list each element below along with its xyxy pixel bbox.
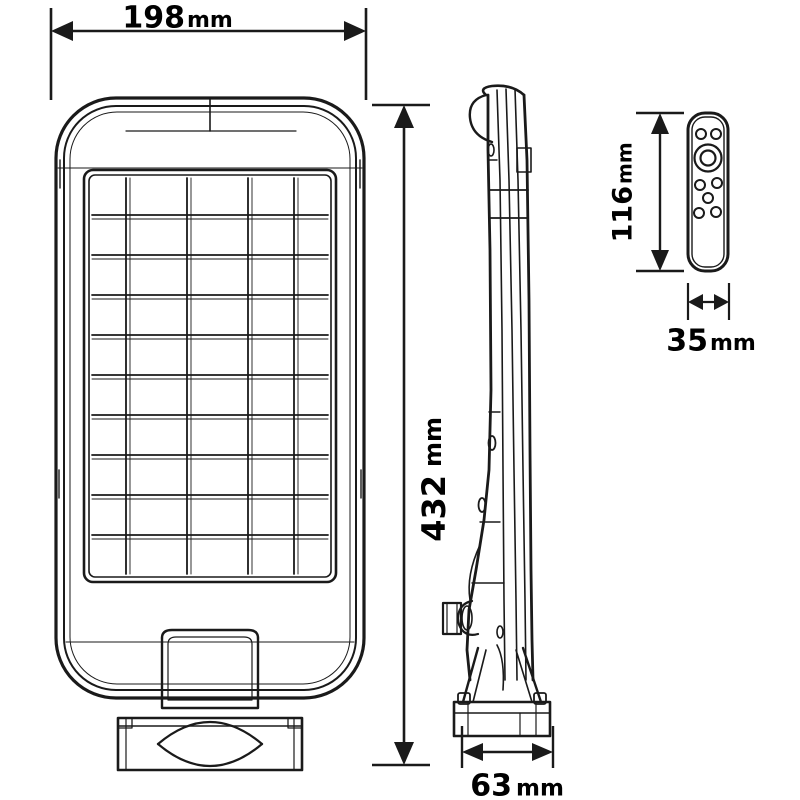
remote-width-arrow-right <box>714 294 729 310</box>
remote-height-arrow-top <box>651 113 669 134</box>
bracket-pole-opening-upper <box>156 720 264 746</box>
remote-body-inner <box>691 116 725 268</box>
bracket-clamp-body <box>116 716 304 772</box>
width-arrow-right <box>344 21 366 41</box>
height-arrow-top <box>394 105 414 128</box>
clamp-bolt-left <box>457 692 471 705</box>
panel-vline-shadows <box>129 177 299 575</box>
height-arrow-bottom <box>394 742 414 765</box>
remote-ring-button-inner[interactable] <box>699 149 717 167</box>
remote-ring-button-outer[interactable] <box>693 143 723 173</box>
side-clamp-block <box>452 692 552 738</box>
side-top-hook <box>468 93 494 144</box>
solar-panel-frame-inner <box>88 174 332 578</box>
side-leg-right-inner <box>515 649 533 703</box>
remote-button-mid-left[interactable] <box>694 179 706 191</box>
front-housing-outer <box>54 96 366 700</box>
bracket-neck-inner <box>167 643 253 701</box>
depth-arrow-right <box>532 743 553 761</box>
bracket-neck-inner-cap <box>167 636 253 645</box>
bracket-neck-outer <box>160 636 260 710</box>
remote-width-arrow-left <box>688 294 703 310</box>
height-dimension-value: 432 <box>415 475 453 542</box>
width-dimension: 198 mm <box>49 1 368 100</box>
side-body-back-edge <box>522 93 535 682</box>
bracket-bolt-left <box>117 717 133 729</box>
remote-button-center[interactable] <box>702 192 714 204</box>
remote-height-value: 116 <box>608 186 639 242</box>
side-leg-left-inner <box>472 649 487 703</box>
height-dimension-label: 432 mm <box>415 417 453 542</box>
remote-button-bottom-left[interactable] <box>693 207 705 219</box>
remote-view <box>686 111 730 273</box>
remote-width-value: 35 <box>666 324 708 359</box>
depth-dimension: 63 mm <box>460 726 564 800</box>
side-leg-center-rib <box>496 644 505 691</box>
depth-arrow-left <box>462 743 483 761</box>
panel-hline-shadows <box>91 218 329 540</box>
side-adjustment-knob <box>441 599 480 636</box>
width-dimension-unit: mm <box>187 8 233 33</box>
bracket-neck-top-cap <box>160 628 260 640</box>
height-dimension-unit: mm <box>419 417 447 467</box>
remote-button-top-right[interactable] <box>710 128 722 140</box>
knob-head <box>441 601 463 636</box>
side-swing-arm-curve <box>468 544 481 601</box>
side-upper-lug <box>516 147 532 173</box>
side-top-cap <box>481 84 526 97</box>
side-pivot-hole-bracket <box>496 625 504 639</box>
clamp-body <box>452 700 552 738</box>
side-rib-1 <box>496 89 506 681</box>
depth-dimension-unit: mm <box>516 776 564 800</box>
remote-height-arrow-bottom <box>651 250 669 271</box>
depth-dimension-value: 63 <box>470 769 512 800</box>
solar-panel-grid <box>91 177 329 575</box>
width-dimension-value: 198 <box>122 1 185 36</box>
side-view <box>441 84 552 738</box>
clamp-bolt-right <box>533 692 547 705</box>
remote-button-top-left[interactable] <box>695 128 707 140</box>
remote-width-unit: mm <box>710 331 756 356</box>
remote-button-bottom-right[interactable] <box>710 206 722 218</box>
side-pivot-hole-middle <box>487 435 497 451</box>
remote-height-unit: mm <box>613 142 637 184</box>
side-pivot-hole-top <box>487 143 495 157</box>
remote-height-label: 116 mm <box>608 142 639 242</box>
remote-height-dimension: 116 mm <box>608 111 684 273</box>
height-dimension: 432 mm <box>372 103 453 767</box>
bracket-bolt-right <box>287 717 303 729</box>
solar-panel-frame-outer <box>82 168 338 584</box>
front-mounting-bracket <box>116 628 304 772</box>
remote-width-dimension: 35 mm <box>666 283 756 359</box>
side-rib-2 <box>505 88 518 681</box>
knob-washer <box>461 605 473 631</box>
side-pivot-hole-lower <box>477 497 487 513</box>
front-view <box>54 96 366 772</box>
remote-button-mid-right[interactable] <box>711 177 723 189</box>
width-arrow-left <box>51 21 73 41</box>
knob-body-curve <box>456 599 480 636</box>
remote-body-outer <box>686 111 730 273</box>
bracket-pole-opening-lower <box>156 742 264 768</box>
